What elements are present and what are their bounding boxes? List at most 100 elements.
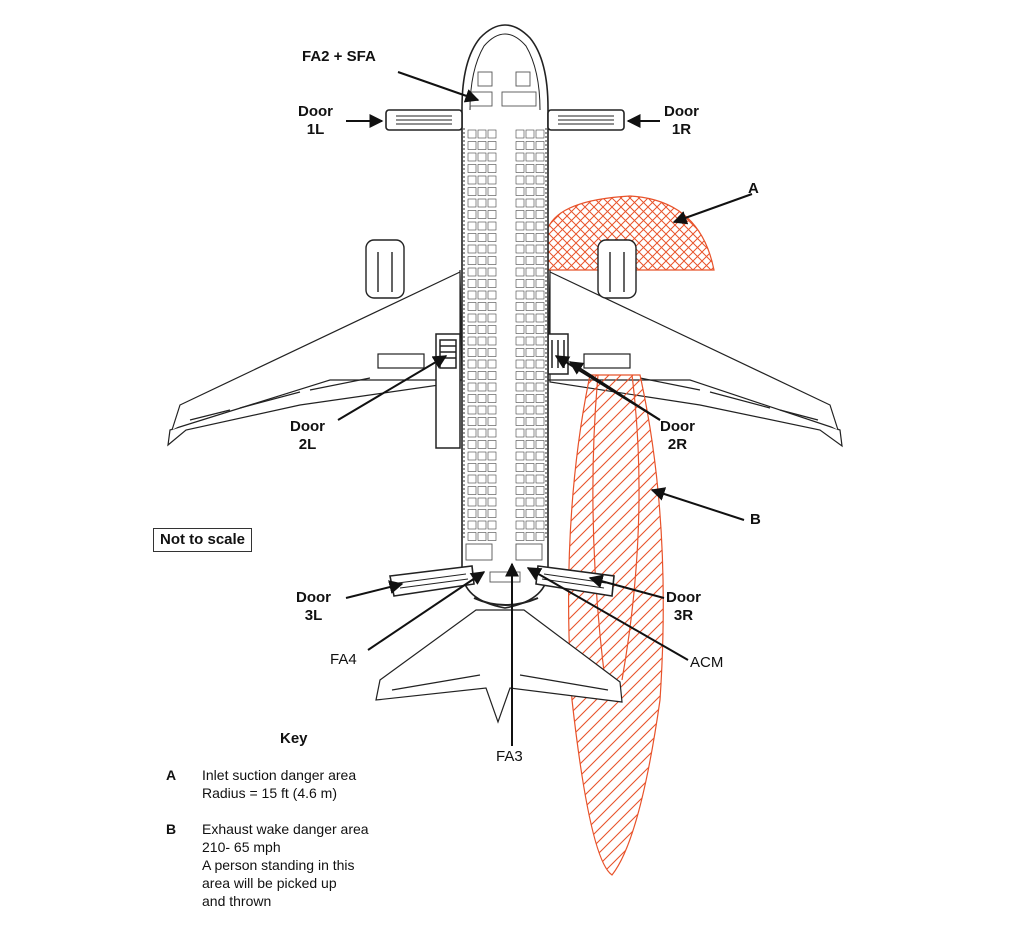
passenger-seat (525, 244, 535, 254)
passenger-seat (477, 198, 487, 208)
passenger-seat (535, 440, 545, 449)
passenger-seat (477, 187, 487, 196)
passenger-seat (477, 428, 487, 438)
arrow-door-3r (588, 574, 665, 599)
passenger-seat (525, 463, 535, 472)
passenger-seat (487, 175, 497, 185)
passenger-seat (535, 451, 545, 461)
passenger-seat (525, 520, 535, 530)
exhaust-danger-area-b (567, 374, 664, 876)
passenger-seat (467, 233, 477, 242)
passenger-seat (535, 428, 545, 438)
passenger-seat (487, 440, 497, 449)
passenger-seat (487, 267, 497, 277)
passenger-seat (477, 152, 487, 162)
key-item-b-line: and thrown (202, 893, 272, 909)
passenger-seat (487, 348, 497, 357)
passenger-seat (515, 221, 525, 231)
passenger-seat (525, 141, 535, 150)
passenger-seat (515, 279, 525, 288)
passenger-seat (467, 244, 477, 254)
passenger-seat (487, 474, 497, 484)
passenger-seat (535, 463, 545, 472)
passenger-seat (525, 532, 535, 541)
passenger-seat (487, 417, 497, 426)
passenger-seat (525, 256, 535, 265)
passenger-seat (535, 244, 545, 254)
passenger-seat (467, 325, 477, 334)
label-door-1l-line1: Door (298, 103, 333, 120)
passenger-seat (477, 313, 487, 323)
passenger-seat (487, 405, 497, 415)
passenger-seat (467, 164, 477, 173)
passenger-seat (515, 302, 525, 311)
arrow-door-2r-b (568, 361, 661, 421)
passenger-seat (535, 405, 545, 415)
passenger-seat (515, 394, 525, 403)
passenger-seat (467, 440, 477, 449)
passenger-seat (535, 359, 545, 369)
passenger-seat (515, 474, 525, 484)
passenger-seat (477, 164, 487, 173)
passenger-seat (535, 152, 545, 162)
arrow-fa4 (367, 571, 486, 651)
label-door-1r-line1: Door (664, 103, 699, 120)
passenger-seat (515, 141, 525, 150)
passenger-seat (525, 405, 535, 415)
passenger-seat (525, 313, 535, 323)
passenger-seat (535, 164, 545, 173)
passenger-seat (477, 175, 487, 185)
passenger-seat (477, 440, 487, 449)
inlet-danger-area-a (547, 195, 715, 271)
passenger-seat (515, 336, 525, 346)
passenger-seat (467, 129, 477, 139)
passenger-seat (515, 198, 525, 208)
passenger-seat (477, 129, 487, 139)
arrow-fa2-sfa (397, 71, 480, 103)
passenger-seat (525, 474, 535, 484)
passenger-seat (487, 486, 497, 495)
passenger-seat (467, 279, 477, 288)
key-item-a-letter: A (166, 767, 177, 783)
passenger-seat (467, 359, 477, 369)
passenger-seat (525, 486, 535, 495)
passenger-seat (515, 244, 525, 254)
passenger-seat (535, 313, 545, 323)
passenger-seat (467, 428, 477, 438)
passenger-seat (487, 520, 497, 530)
passenger-seat (467, 520, 477, 530)
passenger-seat (515, 405, 525, 415)
door-slides (385, 109, 625, 597)
passenger-seat (515, 325, 525, 334)
passenger-seat (525, 164, 535, 173)
passenger-seat (525, 382, 535, 392)
passenger-seat (535, 325, 545, 334)
passenger-seat (515, 497, 525, 507)
passenger-seat (525, 175, 535, 185)
not-to-scale-note: Not to scale (153, 528, 253, 552)
aisle-lines (463, 128, 547, 540)
passenger-seat (535, 474, 545, 484)
passenger-seat (487, 463, 497, 472)
passenger-seat (535, 302, 545, 311)
passenger-seat (515, 152, 525, 162)
passenger-seat (467, 187, 477, 196)
passenger-seat (467, 371, 477, 380)
passenger-seat (525, 394, 535, 403)
passenger-seat (535, 129, 545, 139)
key-item-b-text: Exhaust wake danger area 210- 65 mph A p… (202, 820, 369, 910)
passenger-seat (477, 463, 487, 472)
passenger-seat (477, 210, 487, 219)
passenger-seat (535, 233, 545, 242)
passenger-seat (467, 141, 477, 150)
passenger-seat (477, 451, 487, 461)
passenger-seat (535, 198, 545, 208)
passenger-seat (535, 210, 545, 219)
key-item-b-letter: B (166, 821, 177, 837)
passenger-seat (487, 336, 497, 346)
passenger-seat (467, 348, 477, 357)
passenger-seat (487, 141, 497, 150)
passenger-seat (487, 359, 497, 369)
passenger-seat (515, 210, 525, 219)
label-door-3l-line2: 3L (304, 607, 323, 624)
